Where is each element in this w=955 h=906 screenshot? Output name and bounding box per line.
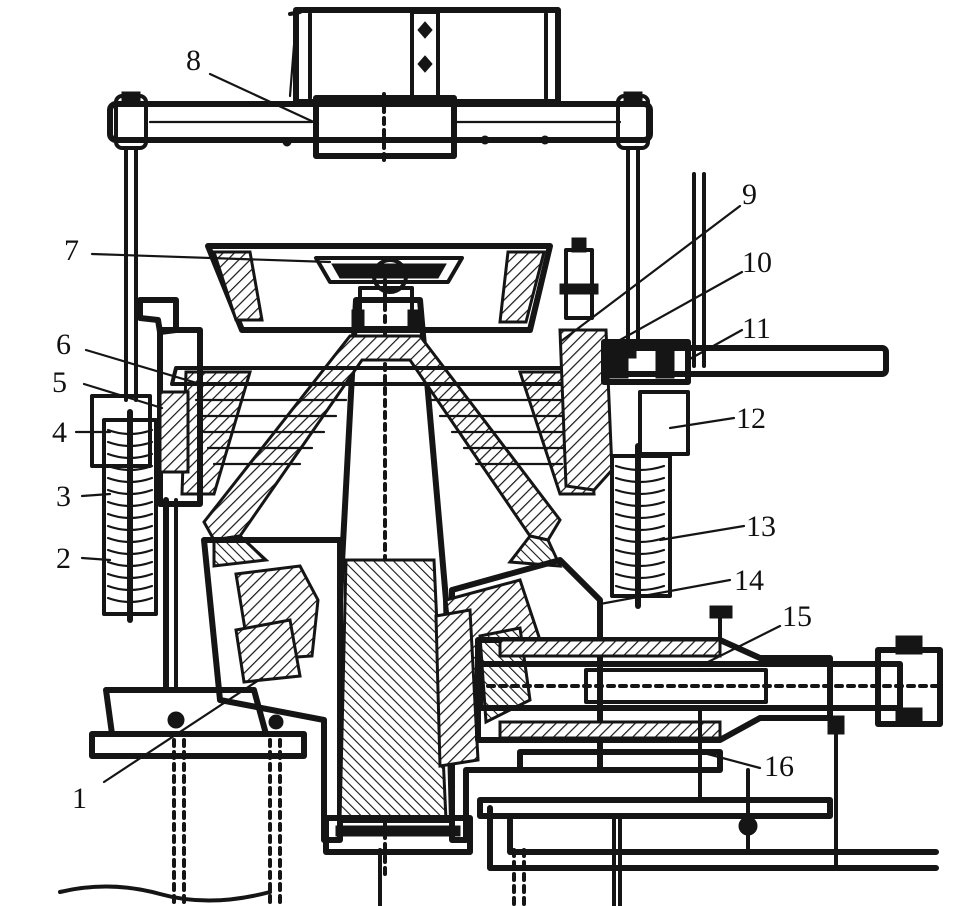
callout-11: 11 (742, 312, 771, 345)
callout-16: 16 (764, 750, 794, 783)
leader-14 (598, 578, 732, 606)
callout-5: 5 (52, 366, 67, 399)
leader-16 (698, 750, 762, 770)
tie-rods (124, 146, 640, 402)
callout-9: 9 (742, 178, 757, 211)
callout-10: 10 (742, 246, 772, 279)
fixed-cone-concave (170, 366, 606, 496)
callout-7: 7 (64, 234, 79, 267)
right-spring-set (610, 443, 672, 609)
right-support-ring (558, 328, 691, 492)
leader-10 (618, 270, 744, 342)
leader-9 (558, 204, 742, 344)
callout-13: 13 (746, 510, 776, 543)
callout-15: 15 (782, 600, 812, 633)
callout-3: 3 (56, 480, 71, 513)
leader-13 (658, 524, 746, 542)
left-support-ring (90, 297, 203, 693)
oil-piping (477, 708, 939, 906)
leader-7 (90, 252, 332, 264)
eccentric-and-gear (234, 608, 532, 768)
callout-1: 1 (72, 782, 87, 815)
leader-8 (208, 72, 320, 126)
leader-lines (74, 72, 782, 784)
feed-hopper (288, 7, 561, 105)
feed-bowl (205, 243, 553, 333)
callout-14: 14 (734, 564, 764, 597)
leader-3 (80, 492, 112, 498)
leader-11 (686, 328, 744, 362)
leader-15 (698, 624, 782, 668)
top-cross-beam (107, 91, 653, 162)
callout-8: 8 (186, 44, 201, 77)
leader-12 (668, 416, 736, 430)
moving-cone-mantle (202, 334, 563, 568)
callout-12: 12 (736, 402, 766, 435)
callout-4: 4 (52, 416, 67, 449)
callout-6: 6 (56, 328, 71, 361)
left-spring-set (102, 409, 158, 623)
countershaft-housing (474, 605, 943, 743)
callout-2: 2 (56, 542, 71, 575)
callout-labels: 1 2 3 4 5 6 7 8 9 10 11 12 13 14 15 16 (52, 44, 812, 815)
leader-2 (80, 556, 112, 562)
leader-1 (102, 676, 264, 784)
leader-6 (84, 348, 202, 386)
lower-frame (89, 537, 603, 855)
foundation (58, 738, 526, 906)
leader-5 (82, 382, 164, 410)
lock-cylinder-and-lever (559, 172, 889, 379)
